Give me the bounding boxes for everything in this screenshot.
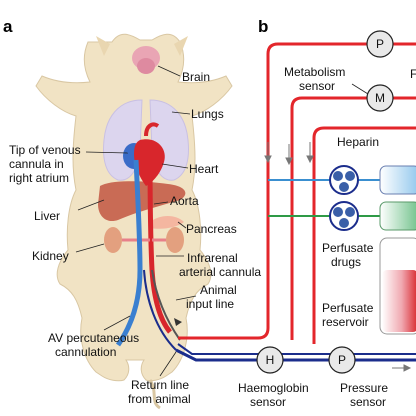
label-animal-input-1: Animal [200,283,237,297]
metabolism-node: M [366,84,394,112]
pressure-node-bottom: P [328,346,356,374]
label-infrarenal-2: arterial cannula [179,265,261,279]
label-return-line-2: from animal [128,392,191,406]
panel-a-letter: a [3,17,13,36]
label-cut-off-letter: F [410,67,416,81]
metabolism-node-letter: M [375,91,385,105]
label-pancreas: Pancreas [186,222,237,236]
kidney-left-organ [104,227,122,253]
kidney-right-organ [166,227,184,253]
pressure-node-bottom-letter: P [338,353,346,367]
label-av-cannulation-1: AV percutaneous [48,331,139,345]
pancreas-organ [150,216,184,229]
label-reservoir-2: reservoir [322,315,369,329]
panel-b-letter: b [258,17,268,36]
label-pressure-1: Pressure [340,381,388,395]
label-heart: Heart [189,162,219,176]
label-return-line-1: Return line [131,378,189,392]
label-animal-input-2: input line [186,297,234,311]
haemoglobin-node: H [256,346,284,374]
return-line-cannula [143,269,177,351]
heparin-syringe [379,165,416,195]
heparin-pump [329,165,359,195]
label-venous-tip-1: Tip of venous [9,143,81,157]
label-metabolism-2: sensor [299,79,335,93]
label-venous-tip-3: right atrium [9,171,69,185]
label-brain: Brain [182,70,210,84]
label-infrarenal-1: Infrarenal [187,251,238,265]
liver-organ [98,181,186,222]
venous-circuit-lines [175,343,416,362]
label-perfusate-drugs-2: drugs [331,255,361,269]
vena-cava-vessel [115,159,143,347]
label-haemoglobin-2: sensor [250,395,286,409]
label-perfusate-drugs-1: Perfusate [322,241,374,255]
perfusate-drug-syringe [379,201,416,231]
label-reservoir-1: Perfusate [322,301,374,315]
brain-organ [132,46,160,74]
label-haemoglobin-1: Haemoglobin [238,381,309,395]
label-liver: Liver [34,209,60,223]
aorta-vessel [147,149,172,334]
label-av-cannulation-2: cannulation [55,345,116,359]
panel-b-labels: F Metabolism sensor Heparin Perfusate dr… [238,65,416,409]
label-aorta: Aorta [170,194,199,208]
label-venous-tip-2: cannula in [9,157,64,171]
label-metabolism-1: Metabolism [284,65,345,79]
perfusate-drug-pump [329,201,359,231]
pressure-node-top: P [366,30,394,58]
haemoglobin-node-letter: H [266,353,275,367]
pressure-node-top-letter: P [376,37,384,51]
flow-arrows [264,142,412,372]
label-lungs: Lungs [191,107,224,121]
label-kidney: Kidney [32,249,69,263]
arterial-circuit-lines [178,42,416,344]
label-heparin: Heparin [337,135,379,149]
animal-input-cannula [151,269,181,341]
panel-a-labels: Brain Lungs Tip of venous cannula in rig… [9,65,261,406]
label-pressure-2: sensor [350,395,386,409]
